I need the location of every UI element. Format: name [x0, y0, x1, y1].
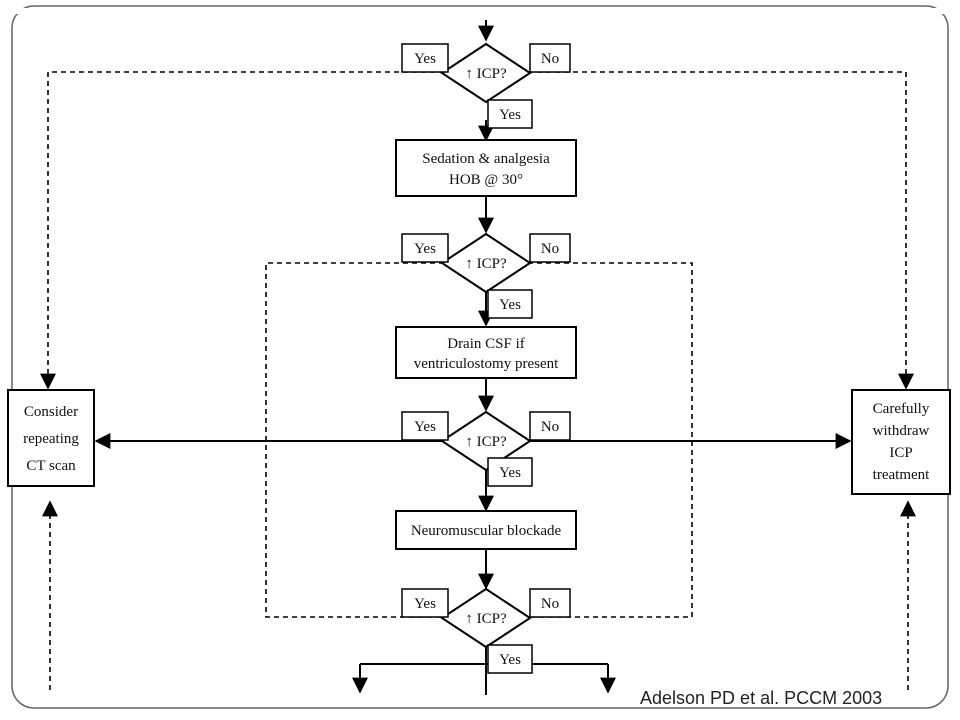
- yes-label-box-4b: [487, 644, 533, 674]
- sedation-box: Sedation & analgesia HOB @ 30°: [395, 139, 577, 197]
- decision-1-label: ↑ ICP?: [465, 66, 507, 82]
- yes-text-1: Yes: [414, 51, 436, 67]
- no-label-box-3: [529, 411, 571, 441]
- sedation-line-1: Sedation & analgesia: [422, 151, 550, 167]
- yes-text-4b: Yes: [499, 652, 521, 668]
- drain-line-2: ventriculostomy present: [414, 356, 559, 372]
- yes-label-box-2: [401, 233, 449, 263]
- no-text-4: No: [541, 596, 559, 612]
- decision-1: ↑ ICP?: [440, 42, 532, 104]
- no-text-3: No: [541, 419, 559, 435]
- yes-text-3b: Yes: [499, 465, 521, 481]
- decision-4: ↑ ICP?: [440, 587, 532, 649]
- decision-3-label: ↑ ICP?: [465, 434, 507, 450]
- drain-line-1: Drain CSF if: [447, 336, 525, 352]
- yes-text-4: Yes: [414, 596, 436, 612]
- ct-scan-box: Consider repeating CT scan: [7, 389, 95, 487]
- withdraw-line-4: treatment: [873, 467, 930, 483]
- no-label-box-2: [529, 233, 571, 263]
- withdraw-line-2: withdraw: [873, 423, 930, 439]
- neuromuscular-line-1: Neuromuscular blockade: [411, 523, 562, 539]
- yes-text-2b: Yes: [499, 297, 521, 313]
- ct-line-2: repeating: [23, 431, 79, 447]
- yes-label-box-1b: [487, 99, 533, 129]
- yes-text-3: Yes: [414, 419, 436, 435]
- decision-2-label: ↑ ICP?: [465, 256, 507, 272]
- ct-line-1: Consider: [24, 404, 78, 420]
- decision-3: ↑ ICP?: [440, 410, 532, 472]
- no-text-1: No: [541, 51, 559, 67]
- ct-line-3: CT scan: [26, 458, 76, 474]
- withdraw-line-1: Carefully: [873, 401, 930, 417]
- yes-label-box-1: [401, 43, 449, 73]
- neuromuscular-box: Neuromuscular blockade: [395, 510, 577, 550]
- yes-label-box-2b: [487, 289, 533, 319]
- no-label-box-4: [529, 588, 571, 618]
- no-text-2: No: [541, 241, 559, 257]
- slide-frame: [11, 5, 949, 709]
- sedation-line-2: HOB @ 30°: [449, 172, 523, 188]
- withdraw-treatment-box: Carefully withdraw ICP treatment: [851, 389, 951, 495]
- drain-csf-box: Drain CSF if ventriculostomy present: [395, 326, 577, 379]
- dashed-flow-lines: [40, 71, 916, 690]
- yes-text-2: Yes: [414, 241, 436, 257]
- yes-label-box-4: [401, 588, 449, 618]
- no-label-box-1: [529, 43, 571, 73]
- withdraw-line-3: ICP: [889, 445, 912, 461]
- decision-2: ↑ ICP?: [440, 232, 532, 294]
- yes-label-box-3b: [487, 457, 533, 487]
- yes-label-box-3: [401, 411, 449, 441]
- main-flow-lines: [94, 20, 852, 695]
- decision-4-label: ↑ ICP?: [465, 611, 507, 627]
- citation: Adelson PD et al. PCCM 2003: [640, 688, 883, 708]
- yes-text-1b: Yes: [499, 107, 521, 123]
